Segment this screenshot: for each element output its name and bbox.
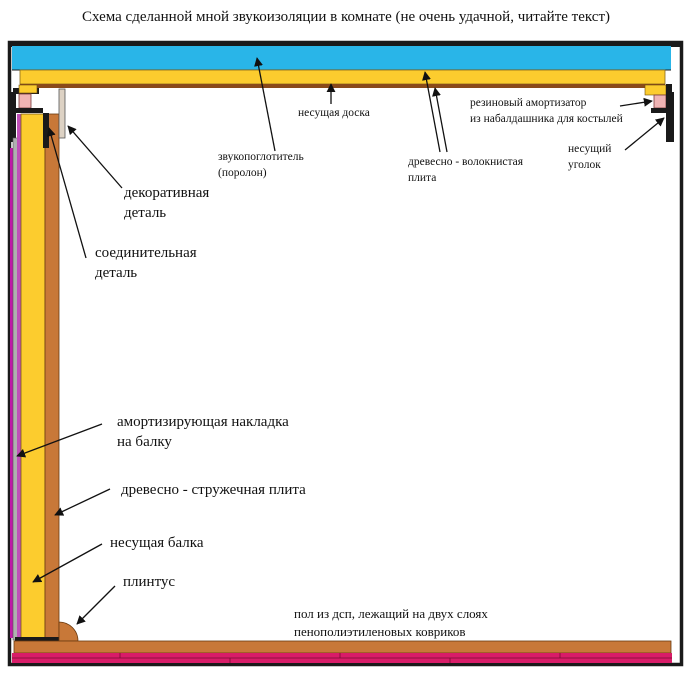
decorative-detail <box>58 88 66 139</box>
arrow-decorative-detail <box>67 125 123 189</box>
arrow-particleboard <box>54 488 111 516</box>
right-wall-strip <box>666 92 674 142</box>
arrow-carrying-beam <box>32 543 103 583</box>
arrow-sound-absorber <box>254 57 276 152</box>
arrow-rubber-damper <box>619 97 653 107</box>
carrying-beam <box>20 113 46 639</box>
left-damper <box>18 93 32 109</box>
diagram-title: Схема сделанной мной звукоизоляции в ком… <box>81 9 611 25</box>
left-angle-low <box>13 108 43 113</box>
right-damper-yellow <box>644 84 667 96</box>
room-frame <box>7 40 684 667</box>
arrow-fiberboard-1 <box>422 71 441 153</box>
connecting-detail <box>43 113 49 148</box>
skirting <box>58 621 79 642</box>
sound-absorber-foam <box>12 46 671 70</box>
arrow-fiberboard-2 <box>432 87 448 153</box>
left-damper-yellow <box>18 84 38 94</box>
arrow-beam-pad <box>16 423 103 458</box>
label-carrying-board: несущая доска <box>298 107 370 119</box>
label-sound-absorber: звукопоглотитель(поролон) <box>218 151 304 179</box>
right-damper <box>653 94 667 109</box>
carrying-board <box>19 69 666 85</box>
pink-strip <box>10 148 14 638</box>
right-angle-tail <box>666 84 672 114</box>
label-carrying-beam: несущая балка <box>110 535 204 551</box>
particleboard <box>44 113 60 639</box>
fiberboard <box>20 84 665 88</box>
label-particleboard: древесно - стружечная плита <box>121 482 306 498</box>
arrow-skirting <box>76 585 116 625</box>
arrow-carrying-angle <box>624 117 665 151</box>
label-skirting: плинтус <box>123 574 176 590</box>
floor-particleboard <box>13 640 672 654</box>
left-wall-strip <box>9 92 16 142</box>
beam-pad <box>17 114 21 639</box>
right-angle <box>651 108 669 113</box>
arrow-connecting-detail <box>46 127 87 259</box>
ceiling-slab <box>9 42 682 47</box>
